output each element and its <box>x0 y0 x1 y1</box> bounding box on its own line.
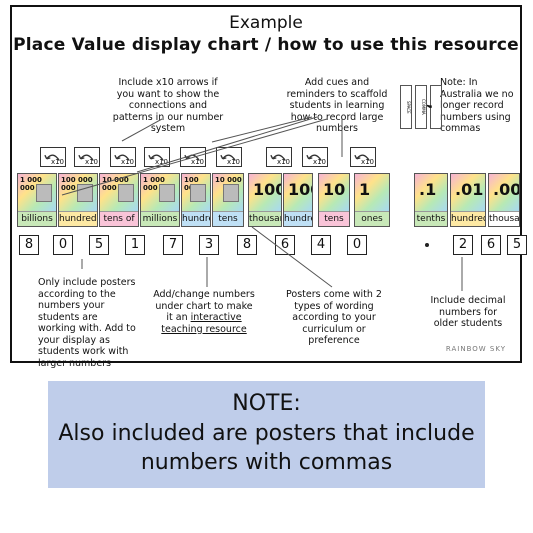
change-note: Add/change numbers under chart to make i… <box>152 289 256 335</box>
place-value-card: 1 000 000 000 billions <box>17 173 57 227</box>
place-value-card: .1 tenths <box>414 173 448 227</box>
cube-icon <box>118 184 134 202</box>
digit-box: 5 <box>507 235 527 255</box>
card-label: hundreds of thousands <box>182 211 210 226</box>
x10-label: x10 <box>190 158 204 166</box>
place-value-card: 10 000 tens of thousands <box>212 173 244 227</box>
digit-box: 6 <box>275 235 295 255</box>
decimal-point <box>425 243 429 247</box>
digit-box: 2 <box>453 235 473 255</box>
place-value-card: 100 hundreds <box>283 173 313 227</box>
card-art <box>355 174 389 212</box>
card-number: 1 000 000 000 <box>20 176 52 192</box>
arrows-note: Include x10 arrows if you want to show t… <box>112 77 224 134</box>
note-body: Also included are posters that include n… <box>48 419 485 477</box>
place-value-card: 10 tens <box>318 173 350 227</box>
example-title: Example <box>229 13 303 33</box>
posters-note: Only include posters according to the nu… <box>38 277 136 369</box>
change-note-text: Add/change numbers under chart to make i… <box>153 289 255 323</box>
card-number: 1 <box>359 180 371 199</box>
digit-box: 8 <box>237 235 257 255</box>
place-value-card: 1 ones <box>354 173 390 227</box>
x10-arrow-icon: x10 <box>216 147 242 167</box>
x10-arrow-icon: x10 <box>40 147 66 167</box>
card-label: thousandths <box>489 211 519 226</box>
wording-note: Posters come with 2 types of wording acc… <box>286 289 382 346</box>
watermark-logo: RAINBOW SKY <box>445 345 506 353</box>
cube-icon <box>159 184 175 202</box>
card-art <box>489 174 519 212</box>
note-banner: NOTE: Also included are posters that inc… <box>48 381 485 488</box>
digit-box: 0 <box>53 235 73 255</box>
note-line-2: numbers with commas <box>140 450 393 475</box>
x10-label: x10 <box>50 158 64 166</box>
card-art <box>451 174 485 212</box>
place-value-card: .001 thousandths <box>488 173 520 227</box>
digit-box: 7 <box>163 235 183 255</box>
note-line-1: Also included are posters that include <box>58 421 475 446</box>
x10-label: x10 <box>84 158 98 166</box>
comma-mark: , <box>425 85 442 129</box>
comma-strip: COMMA <box>415 85 427 129</box>
x10-label: x10 <box>226 158 240 166</box>
place-value-card: .01 hundredths <box>450 173 486 227</box>
card-label: hundreds <box>284 211 312 226</box>
x10-label: x10 <box>276 158 290 166</box>
card-number: .001 <box>493 180 519 199</box>
x10-arrow-icon: x10 <box>350 147 376 167</box>
interactive-link: interactive teaching resource <box>161 312 247 335</box>
x10-label: x10 <box>120 158 134 166</box>
cube-icon <box>190 184 206 202</box>
space-strip: SPACE <box>400 85 412 129</box>
card-label: tens <box>319 211 349 226</box>
digit-box: 8 <box>19 235 39 255</box>
example-frame: Example Place Value display chart / how … <box>10 5 527 369</box>
x10-label: x10 <box>360 158 374 166</box>
x10-label: x10 <box>154 158 168 166</box>
decimal-note: Include decimal numbers for older studen… <box>430 295 506 329</box>
cues-note: Add cues and reminders to scaffold stude… <box>286 77 388 134</box>
x10-arrow-icon: x10 <box>74 147 100 167</box>
x10-arrow-icon: x10 <box>110 147 136 167</box>
card-number: .01 <box>455 180 484 199</box>
x10-arrow-icon: x10 <box>144 147 170 167</box>
card-label: tens of millions <box>100 211 138 226</box>
card-number: 10 <box>323 180 346 199</box>
card-label: thousands <box>249 211 281 226</box>
card-label: ones <box>355 211 389 226</box>
note-heading: NOTE: <box>232 391 301 416</box>
card-label: millions <box>141 211 179 226</box>
x10-label: x10 <box>312 158 326 166</box>
x10-arrow-icon: x10 <box>302 147 328 167</box>
card-number: 10 000 <box>215 176 242 184</box>
digit-box: 5 <box>89 235 109 255</box>
card-art <box>415 174 447 212</box>
card-number: .1 <box>419 180 437 199</box>
card-label: hundredths <box>451 211 485 226</box>
cube-icon <box>77 184 93 202</box>
card-label: tenths <box>415 211 447 226</box>
digit-box: 6 <box>481 235 501 255</box>
digit-box: 0 <box>347 235 367 255</box>
x10-arrow-icon: x10 <box>266 147 292 167</box>
digit-box: 1 <box>125 235 145 255</box>
australia-note: Note: In Australia we no longer record n… <box>440 77 514 134</box>
card-number: 100 <box>288 180 312 199</box>
cube-icon <box>36 184 52 202</box>
chart-subtitle: Place Value display chart / how to use t… <box>13 35 519 55</box>
card-label: tens of thousands <box>213 211 243 226</box>
card-label: billions <box>18 211 56 226</box>
digit-box: 3 <box>199 235 219 255</box>
x10-arrow-icon: x10 <box>180 147 206 167</box>
cube-icon <box>223 184 239 202</box>
card-label: hundreds of millions <box>59 211 97 226</box>
digit-box: 4 <box>311 235 331 255</box>
